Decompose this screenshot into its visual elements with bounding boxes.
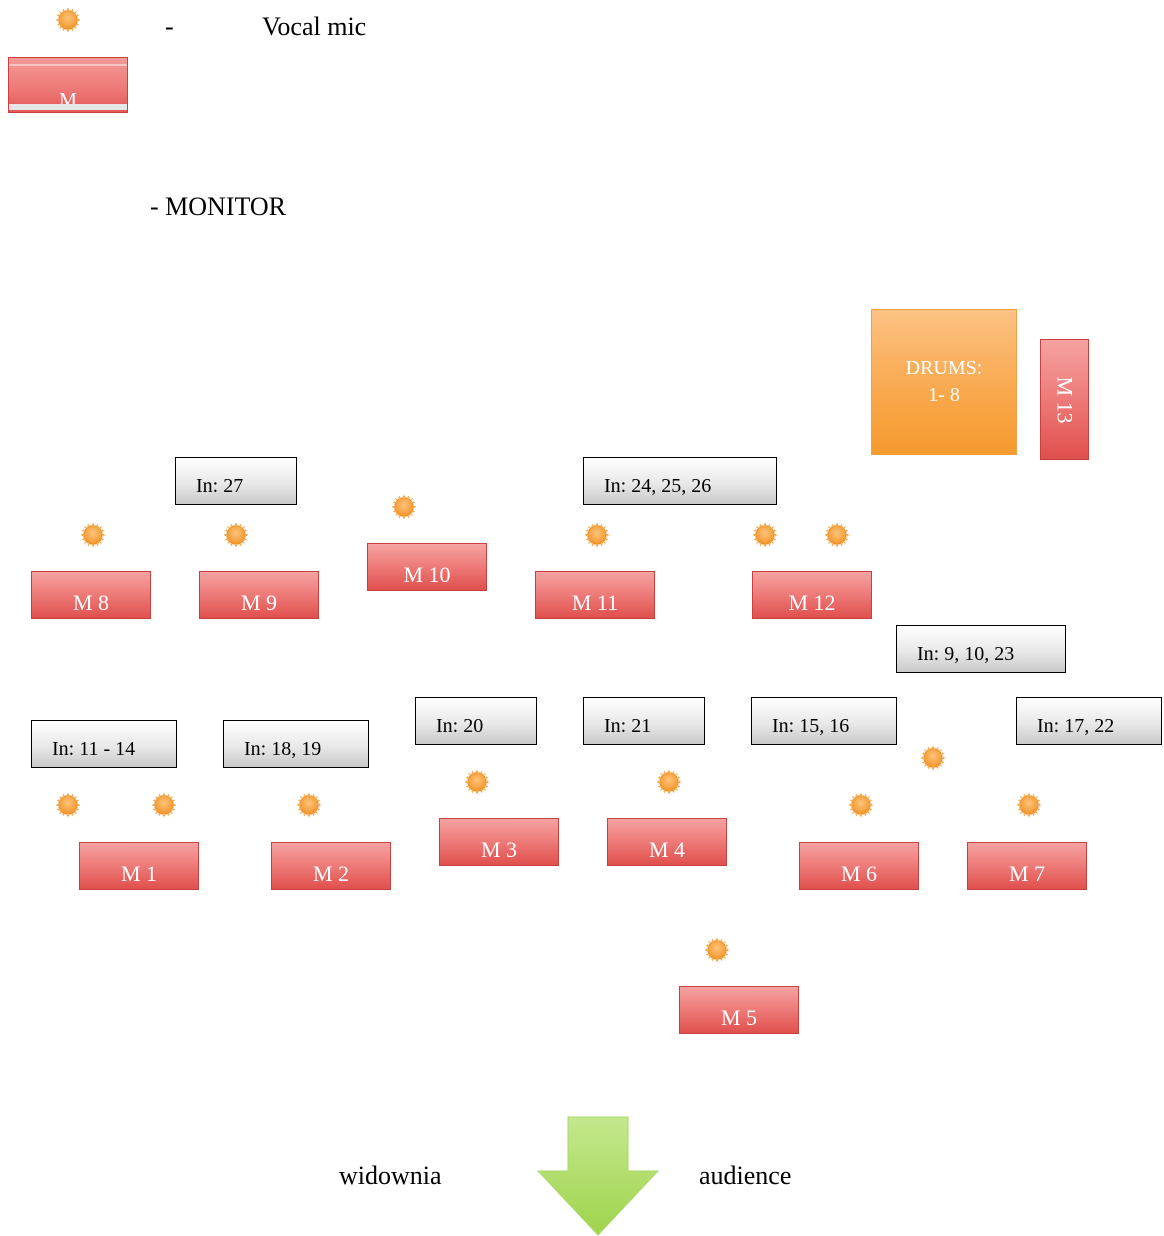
monitor-m6-label: M 6 [840, 861, 878, 886]
vocal-mic-icon [584, 522, 610, 548]
input-box-18-19: In: 18, 19 [223, 720, 369, 768]
input-box-17-22: In: 17, 22 [1016, 697, 1162, 745]
monitor-m11: M 11 [535, 571, 655, 619]
monitor-m13-label: M 13 [1052, 375, 1078, 424]
input-box-21: In: 21 [583, 697, 705, 745]
monitor-m8: M 8 [31, 571, 151, 619]
vocal-mic-icon [391, 494, 417, 520]
vocal-mic-icon [824, 522, 850, 548]
audience-label-english: audience [699, 1161, 792, 1190]
vocal-mic-icon [656, 769, 682, 795]
monitor-m2: M 2 [271, 842, 391, 890]
monitor-m11-label: M 11 [571, 590, 619, 615]
vocal-mic-icon [752, 522, 778, 548]
monitor-m7: M 7 [967, 842, 1087, 890]
drums-label: DRUMS: [905, 357, 983, 379]
legend-monitor-label: - MONITOR [150, 192, 287, 221]
input-box-9-10-23: In: 9, 10, 23 [896, 625, 1066, 673]
monitor-m2-label: M 2 [312, 861, 350, 886]
drums-block: DRUMS: 1- 8 [871, 309, 1017, 455]
vocal-mic-icon [848, 792, 874, 818]
input-box-20: In: 20 [415, 697, 537, 745]
vocal-mic-icon [464, 769, 490, 795]
monitor-m4-label: M 4 [648, 837, 686, 862]
monitor-m9: M 9 [199, 571, 319, 619]
input-box-15-16: In: 15, 16 [751, 697, 897, 745]
vocal-mic-icon [80, 522, 106, 548]
monitor-m4: M 4 [607, 818, 727, 866]
monitor-m7-label: M 7 [1008, 861, 1046, 886]
monitor-m3: M 3 [439, 818, 559, 866]
audience-label-polish: widownia [339, 1161, 442, 1190]
vocal-mic-icon [223, 522, 249, 548]
vocal-mic-icon [1016, 792, 1042, 818]
vocal-mic-icon [55, 792, 81, 818]
monitor-m1-label: M 1 [120, 861, 158, 886]
vocal-mic-icon [296, 792, 322, 818]
legend-mic-label: Vocal mic [262, 12, 367, 41]
monitor-m12: M 12 [752, 571, 872, 619]
legend-mic-icon [55, 7, 81, 33]
monitor-m10: M 10 [367, 543, 487, 591]
down-arrow-icon [537, 1116, 659, 1236]
input-box-24-25-26: In: 24, 25, 26 [583, 457, 777, 505]
monitor-m13: M 13 [1040, 339, 1089, 460]
monitor-m8-label: M 8 [72, 590, 110, 615]
legend-mic-dash: - [165, 12, 174, 41]
monitor-m10-label: M 10 [403, 562, 451, 587]
vocal-mic-icon [920, 745, 946, 771]
monitor-m5: M 5 [679, 986, 799, 1034]
monitor-m6: M 6 [799, 842, 919, 890]
vocal-mic-icon [704, 937, 730, 963]
legend-monitor-icon: M [8, 57, 128, 113]
monitor-m1: M 1 [79, 842, 199, 890]
input-box-11-14: In: 11 - 14 [31, 720, 177, 768]
drums-inputs: 1- 8 [928, 384, 960, 406]
monitor-m3-label: M 3 [480, 837, 518, 862]
vocal-mic-icon [151, 792, 177, 818]
monitor-m9-label: M 9 [240, 590, 278, 615]
monitor-m12-label: M 12 [788, 590, 836, 615]
input-box-27: In: 27 [175, 457, 297, 505]
monitor-m5-label: M 5 [720, 1005, 758, 1030]
